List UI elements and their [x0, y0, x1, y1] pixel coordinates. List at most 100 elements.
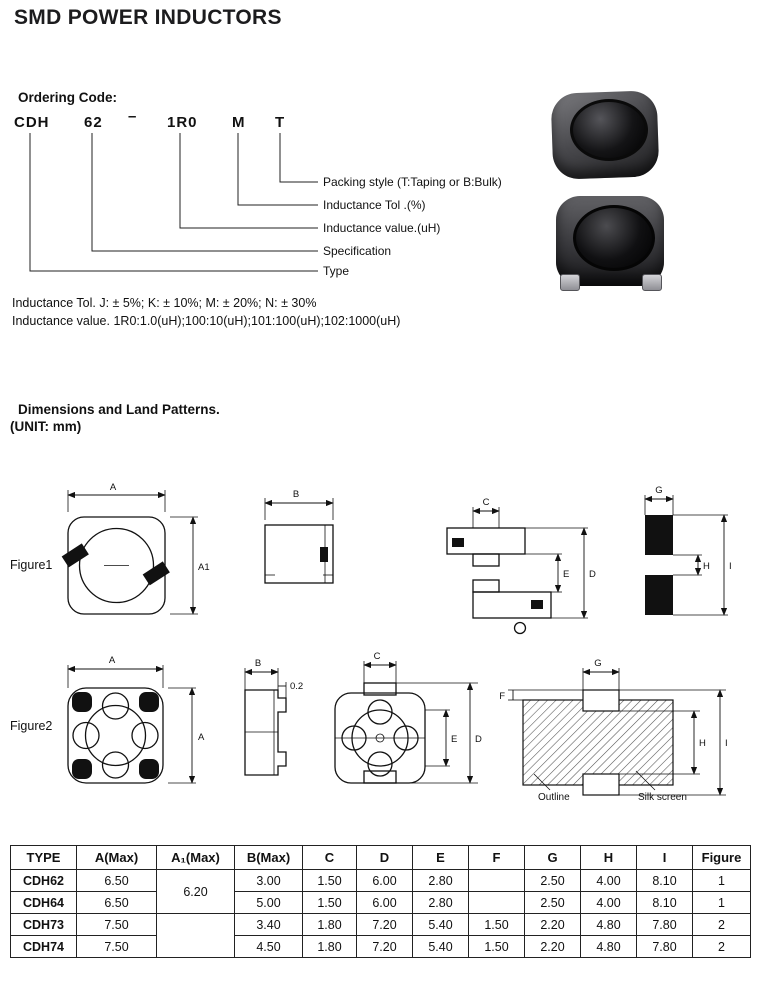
- cell-a1: [156, 913, 235, 958]
- fig2-dim-e-label: E: [451, 734, 457, 745]
- cell-e: 2.80: [412, 869, 469, 892]
- figure2-land-pattern: C E D: [334, 651, 482, 784]
- fig1-dim-c-label: C: [483, 497, 490, 508]
- inductor-core-2: [573, 205, 655, 271]
- fig1-dim-g-label: G: [655, 485, 662, 496]
- cell-e: 2.80: [412, 891, 469, 914]
- table-row-cdh74: CDH74 7.50 4.50 1.80 7.20 5.40 1.50 2.20…: [10, 935, 751, 958]
- outline-label: Outline: [538, 792, 570, 803]
- cell-f: 1.50: [468, 913, 525, 936]
- fig2-dim-c-label: C: [374, 651, 381, 662]
- cell-a: 7.50: [76, 913, 157, 936]
- cell-i: 8.10: [636, 891, 693, 914]
- col-a1-max: A₁(Max): [156, 845, 235, 870]
- callout-specification: Specification: [323, 244, 392, 258]
- figure2-side-view: B 0.2: [244, 658, 303, 776]
- cell-c: 1.80: [302, 935, 357, 958]
- cell-c: 1.50: [302, 891, 357, 914]
- ordering-callout-lines: [29, 133, 318, 272]
- cell-f: [468, 869, 525, 892]
- ordering-code-heading: Ordering Code:: [18, 90, 118, 105]
- cell-b: 4.50: [234, 935, 303, 958]
- table-header-row: TYPE A(Max) A₁(Max) B(Max) C D E F G H I…: [10, 845, 751, 870]
- ordering-code-type: CDH: [14, 114, 50, 131]
- ordering-code-pack: T: [275, 114, 286, 131]
- cell-i: 7.80: [636, 913, 693, 936]
- dimension-drawings: A A1 B C: [61, 482, 732, 803]
- cell-figure: 1: [692, 869, 751, 892]
- cell-type: CDH62: [10, 869, 77, 892]
- cell-g: 2.50: [524, 891, 581, 914]
- col-i: I: [636, 845, 693, 870]
- figure1-top-view: A A1: [61, 482, 210, 615]
- cell-type: CDH73: [10, 913, 77, 936]
- dimensions-heading: Dimensions and Land Patterns.: [18, 402, 220, 417]
- fig1-dim-a1-label: A1: [198, 562, 210, 573]
- figure2-outline-silkscreen: G F H I Outline Silk screen: [499, 658, 727, 803]
- cell-b: 5.00: [234, 891, 303, 914]
- table-row-cdh62: CDH62 6.50 6.20 3.00 1.50 6.00 2.80 2.50…: [10, 869, 751, 914]
- cell-h: 4.00: [580, 869, 637, 892]
- col-figure: Figure: [692, 845, 751, 870]
- fig2-dim-a-side-label: A: [198, 732, 205, 743]
- fig2-dim-h-label: H: [699, 738, 706, 749]
- cell-g: 2.20: [524, 913, 581, 936]
- ordering-code-dash: –: [128, 108, 138, 125]
- cell-d: 6.00: [356, 891, 413, 914]
- fig2-dim-tol-label: 0.2: [290, 681, 303, 692]
- col-h: H: [580, 845, 637, 870]
- cell-h: 4.00: [580, 891, 637, 914]
- spec-table: TYPE A(Max) A₁(Max) B(Max) C D E F G H I…: [10, 845, 751, 958]
- cell-c: 1.80: [302, 913, 357, 936]
- callout-packing-style: Packing style (T:Taping or B:Bulk): [323, 175, 502, 189]
- figure1-side-view: B: [264, 489, 334, 584]
- silkscreen-label: Silk screen: [638, 792, 687, 803]
- cell-e: 5.40: [412, 913, 469, 936]
- inductor-core-1: [570, 99, 648, 161]
- cell-figure: 1: [692, 891, 751, 914]
- figure1-land-pattern: C E D: [446, 497, 596, 635]
- fig1-dim-e-label: E: [563, 569, 569, 580]
- cell-i: 7.80: [636, 935, 693, 958]
- cell-a: 6.50: [76, 869, 157, 892]
- fig2-dim-d-label: D: [475, 734, 482, 745]
- inductor-terminal-right: [642, 274, 662, 291]
- cell-b: 3.00: [234, 869, 303, 892]
- cell-a: 6.50: [76, 891, 157, 914]
- callout-type: Type: [323, 264, 350, 278]
- figure2-top-view: A A: [67, 655, 205, 784]
- table-row-cdh64: CDH64 6.50 5.00 1.50 6.00 2.80 2.50 4.00…: [10, 891, 751, 914]
- col-a-max: A(Max): [76, 845, 157, 870]
- figure1-recommended-pads: G H I: [644, 485, 732, 616]
- cell-f: 1.50: [468, 935, 525, 958]
- cell-type: CDH74: [10, 935, 77, 958]
- fig1-dim-i-label: I: [729, 561, 732, 572]
- ordering-code-tol: M: [232, 114, 246, 131]
- fig2-dim-a-top-label: A: [109, 655, 116, 666]
- note-inductance-value: Inductance value. 1R0:1.0(uH);100:10(uH)…: [12, 314, 401, 328]
- cell-type: CDH64: [10, 891, 77, 914]
- cell-i: 8.10: [636, 869, 693, 892]
- note-inductance-tol: Inductance Tol. J: ± 5%; K: ± 10%; M: ± …: [12, 296, 317, 310]
- callout-inductance-value: Inductance value.(uH): [323, 221, 441, 235]
- cell-d: 7.20: [356, 913, 413, 936]
- cell-g: 2.50: [524, 869, 581, 892]
- unit-label: (UNIT: mm): [10, 419, 82, 434]
- cell-d: 6.00: [356, 869, 413, 892]
- col-d: D: [356, 845, 413, 870]
- fig1-dim-d-label: D: [589, 569, 596, 580]
- cell-a: 7.50: [76, 935, 157, 958]
- cell-g: 2.20: [524, 935, 581, 958]
- ordering-code-value: 1R0: [167, 114, 198, 131]
- col-c: C: [302, 845, 357, 870]
- fig2-dim-b-label: B: [255, 658, 261, 669]
- figure2-label: Figure2: [10, 719, 53, 733]
- fig2-dim-g-label: G: [594, 658, 601, 669]
- col-g: G: [524, 845, 581, 870]
- col-type: TYPE: [10, 845, 77, 870]
- cell-a1: 6.20: [156, 869, 235, 914]
- table-row-cdh73: CDH73 7.50 3.40 1.80 7.20 5.40 1.50 2.20…: [10, 913, 751, 958]
- fig1-dim-a-label: A: [110, 482, 117, 493]
- fig2-dim-f-label: F: [499, 691, 505, 702]
